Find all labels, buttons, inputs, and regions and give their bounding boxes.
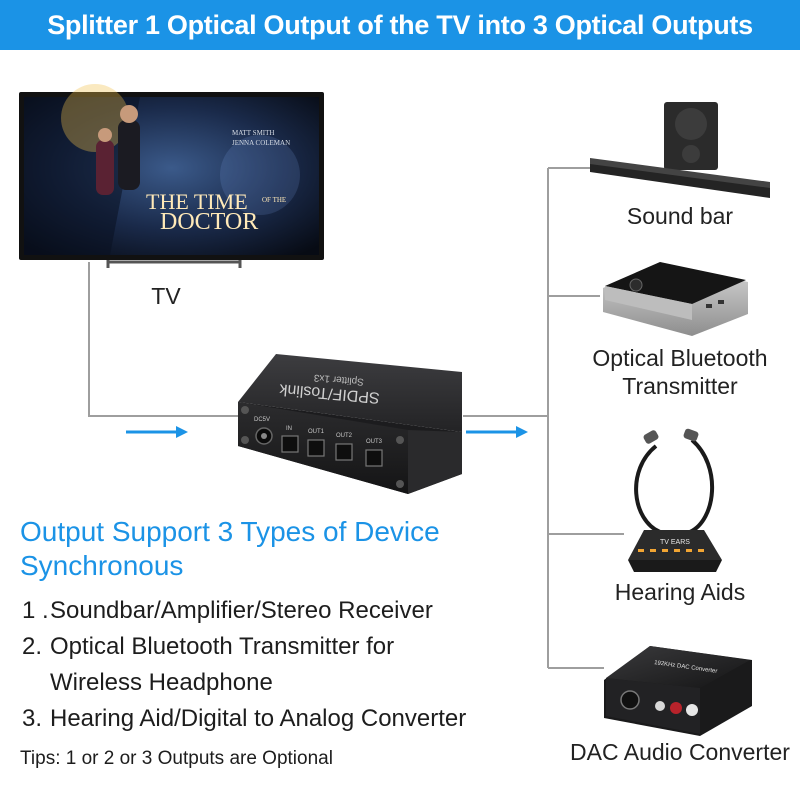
list-item-text-line1: Optical Bluetooth Transmitter for: [50, 633, 395, 660]
splitter-port-in: IN: [286, 426, 292, 432]
tv-icon: [19, 84, 324, 268]
hearing-aids-icon: [628, 428, 722, 572]
list-item-number: 1 .: [22, 597, 49, 624]
list-item: 2. Optical Bluetooth Transmitter for Wir…: [22, 629, 552, 701]
splitter-port-dc: DC5V: [254, 417, 270, 423]
page-banner: Splitter 1 Optical Output of the TV into…: [0, 0, 800, 50]
features-heading-line1: Output Support 3 Types of Device: [20, 516, 440, 547]
splitter-model: Splitter 1x3: [313, 372, 364, 387]
banner-title: Splitter 1 Optical Output of the TV into…: [47, 9, 753, 40]
list-item-text-line2: Wireless Headphone: [50, 669, 273, 696]
list-item-text: Optical Bluetooth Transmitter for Wirele…: [50, 629, 394, 701]
device-bluetooth-label-line1: Optical Bluetooth: [592, 345, 768, 371]
device-dac-label: DAC Audio Converter: [570, 739, 790, 765]
signal-arrow-in: [126, 426, 188, 438]
device-bluetooth-label: Optical Bluetooth Transmitter: [570, 344, 790, 400]
features-heading: Output Support 3 Types of Device Synchro…: [20, 515, 540, 583]
tips-note: Tips: 1 or 2 or 3 Outputs are Optional: [20, 748, 333, 769]
features-heading-line2: Synchronous: [20, 550, 184, 581]
device-soundbar-label: Sound bar: [626, 203, 734, 229]
dac-converter-icon: [604, 646, 752, 736]
tv-poster-title-2: DOCTOR: [160, 209, 258, 235]
device-bluetooth-label-line2: Transmitter: [622, 373, 738, 399]
list-item: 3. Hearing Aid/Digital to Analog Convert…: [22, 701, 552, 737]
tv-label: TV: [151, 283, 181, 309]
splitter-box-icon: [238, 354, 462, 494]
bluetooth-transmitter-icon: [603, 262, 748, 336]
splitter-port-out1: OUT1: [308, 429, 325, 435]
splitter-port-out3: OUT3: [366, 439, 383, 445]
tv-poster-actor-1: MATT SMITH: [232, 129, 274, 137]
signal-arrow-out: [466, 426, 528, 438]
features-list: 1 . Soundbar/Amplifier/Stereo Receiver 2…: [22, 593, 552, 737]
tv-poster-title-of: OF THE: [262, 196, 286, 204]
hearing-aids-badge: TV EARS: [660, 539, 690, 546]
list-item-text: Hearing Aid/Digital to Analog Converter: [50, 705, 467, 732]
list-item-number: 3.: [22, 705, 43, 732]
connection-lines: [88, 167, 624, 669]
device-hearing-aids-label: Hearing Aids: [614, 579, 746, 605]
tv-poster-actor-2: JENNA COLEMAN: [232, 139, 290, 147]
tv-poster-title-1: THE TIME: [146, 189, 248, 214]
list-item-number: 2.: [22, 633, 43, 660]
soundbar-icon: [590, 102, 770, 198]
list-item-text: Soundbar/Amplifier/Stereo Receiver: [50, 597, 433, 624]
list-item: 1 . Soundbar/Amplifier/Stereo Receiver: [22, 593, 552, 629]
splitter-port-out2: OUT2: [336, 433, 353, 439]
